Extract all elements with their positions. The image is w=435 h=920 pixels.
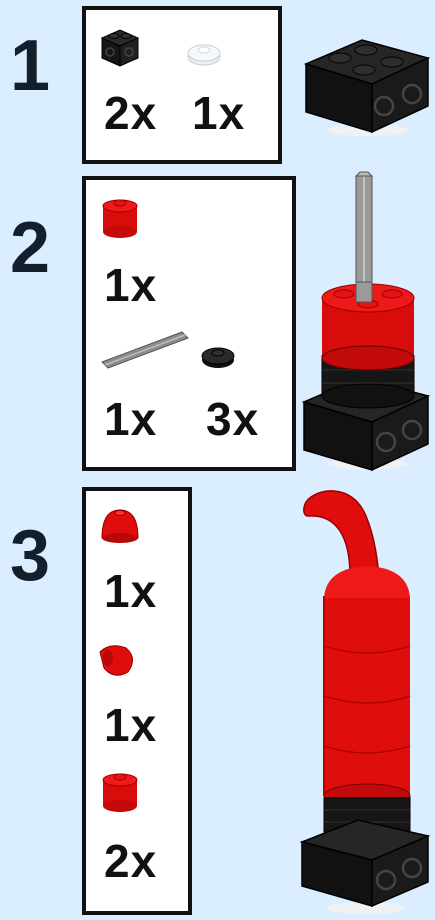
qty-label: 2x: [104, 90, 157, 136]
qty-label: 1x: [192, 90, 245, 136]
qty-label: 1x: [104, 568, 157, 614]
qty-label: 1x: [104, 396, 157, 442]
gray-axle-icon: [96, 326, 192, 372]
black-round-plate-icon: [198, 340, 238, 372]
step-2-result-model: [300, 170, 432, 476]
step-2-number: 2: [10, 212, 50, 284]
qty-label: 3x: [206, 396, 259, 442]
step-1-number: 1: [10, 30, 50, 102]
red-dome-icon: [98, 504, 142, 548]
red-round-brick-icon: [98, 768, 142, 814]
qty-label: 2x: [104, 838, 157, 884]
step-1-result-model: [302, 28, 432, 140]
step-3-number: 3: [10, 520, 50, 592]
qty-label: 1x: [104, 702, 157, 748]
black-brick-with-holes-icon: [98, 24, 142, 70]
step-3-result-model: [296, 486, 434, 916]
qty-label: 1x: [104, 262, 157, 308]
red-round-brick-icon: [98, 194, 142, 240]
clear-round-plate-icon: [184, 38, 224, 68]
red-cone-icon: [96, 638, 140, 682]
